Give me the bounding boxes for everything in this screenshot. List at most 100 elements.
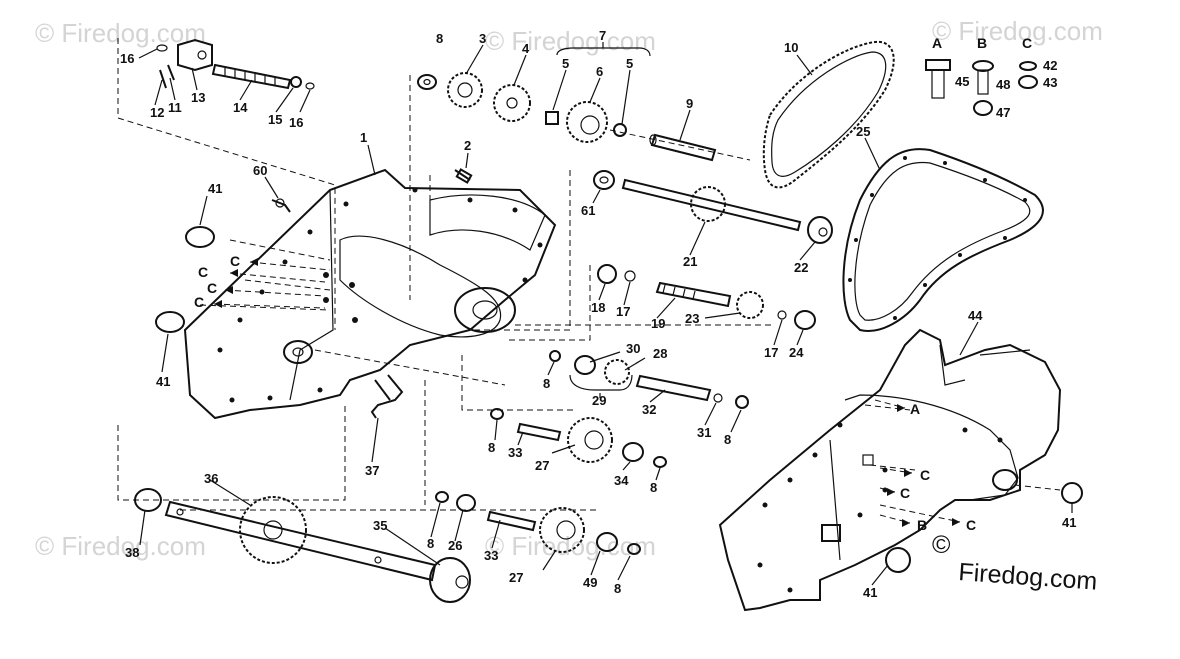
callout-25: 25 [856,124,870,139]
watermark: © Firedog.com [932,16,1103,46]
upper-gear-train [417,72,717,162]
callout-36: 36 [204,471,218,486]
callout-23: 23 [685,311,699,326]
callout-29: 29 [592,393,606,408]
right-housing [718,328,1062,612]
legend-part-43: 43 [1043,75,1057,90]
callout-16: 16 [120,51,134,66]
callout-1: 1 [360,130,367,145]
arrow-letter-c: C [207,280,217,296]
legend-letter-b: B [977,35,987,51]
callout-11: 11 [168,100,182,115]
callout-12: 12 [150,105,164,120]
stub-shaft-33-lower [435,491,641,555]
legend-part-45: 45 [955,74,969,89]
assembly-lines [117,38,1061,511]
callout-18: 18 [591,300,605,315]
callout-21: 21 [683,254,697,269]
arrow-letter-c: C [900,485,910,501]
callout-14: 14 [233,100,248,115]
callout-16: 16 [289,115,303,130]
left-housing [183,168,557,420]
callout-6: 6 [596,64,603,79]
callout-22: 22 [794,260,808,275]
watermark: © Firedog.com [485,531,656,561]
hardware-legend [925,59,1038,116]
callout-8: 8 [543,376,550,391]
stub-shaft-33-upper [490,408,667,468]
callout-8: 8 [650,480,657,495]
watermark: © Firedog.com [485,26,656,56]
gasket-holes [848,156,1027,320]
callout-35: 35 [373,518,387,533]
callout-41: 41 [863,585,877,600]
callout-37: 37 [365,463,379,478]
callout-8: 8 [724,432,731,447]
watermark-group: © Firedog.com © Firedog.com © Firedog.co… [35,16,1103,561]
callout-33: 33 [508,445,522,460]
callout-8: 8 [488,440,495,455]
part-2-bolt [454,168,473,184]
copyright-icon: © [932,531,951,559]
callout-8: 8 [436,31,443,46]
callout-31: 31 [697,425,711,440]
part-60-fitting [271,198,291,213]
callout-15: 15 [268,112,282,127]
arrow-letter-c: C [198,264,208,280]
shaft-21-assembly [593,170,833,244]
direction-arrows [213,258,961,527]
callout-27: 27 [535,458,549,473]
shaft-32-assembly [549,350,749,409]
callout-5: 5 [562,56,569,71]
callout-28: 28 [653,346,667,361]
callout-5: 5 [626,56,633,71]
axle-assembly [134,488,471,603]
watermark: © Firedog.com [35,18,206,48]
arrow-letters: C C C C A C C C B [194,253,976,533]
callout-4: 4 [522,41,530,56]
brand-text: Firedog.com [958,558,1099,596]
callout-labels: 1 2 3 4 5 5 6 7 8 8 8 8 8 8 8 9 10 11 12… [120,28,1076,600]
leader-lines [138,42,1073,586]
callout-44: 44 [968,308,983,323]
callout-41: 41 [208,181,222,196]
callout-61: 61 [581,203,595,218]
callout-41: 41 [1062,515,1076,530]
callout-38: 38 [125,545,139,560]
part-37-lever [370,374,404,419]
callout-9: 9 [686,96,693,111]
arrow-letter-b: B [917,517,927,533]
legend-letter-c: C [1022,35,1032,51]
housing-bolt-holes [217,187,543,403]
callout-3: 3 [479,31,486,46]
watermark: © Firedog.com [35,531,206,561]
callout-30: 30 [626,341,640,356]
legend-letter-a: A [932,35,942,51]
adjuster-assembly [156,38,315,90]
callout-17: 17 [616,304,630,319]
callout-2: 2 [464,138,471,153]
callout-26: 26 [448,538,462,553]
callout-13: 13 [191,90,205,105]
callout-24: 24 [789,345,804,360]
callout-27: 27 [509,570,523,585]
arrow-letter-c: C [966,517,976,533]
callout-10: 10 [784,40,798,55]
legend-part-42: 42 [1043,58,1057,73]
callout-32: 32 [642,402,656,417]
arrow-letter-c: C [230,253,240,269]
brand-mark: © Firedog.com [932,531,1098,596]
legend-part-48: 48 [996,77,1010,92]
callout-33: 33 [484,548,498,563]
bushings-41 [155,226,1083,573]
callout-49: 49 [583,575,597,590]
callout-34: 34 [614,473,629,488]
legend-part-47: 47 [996,105,1010,120]
shaft-19-assembly [597,264,816,330]
arrow-letter-c: C [920,467,930,483]
callout-8: 8 [614,581,621,596]
arrow-letter-c: C [194,294,204,310]
callout-19: 19 [651,316,665,331]
